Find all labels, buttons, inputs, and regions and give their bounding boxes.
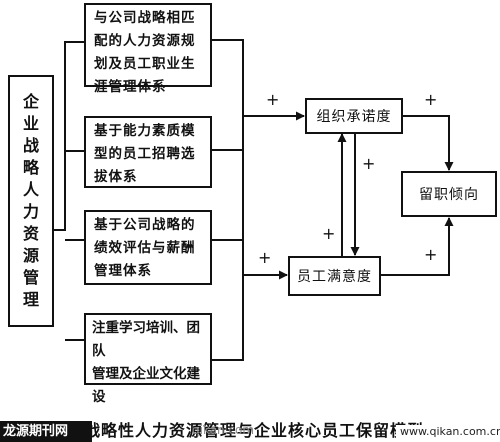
- text-line: 管理体系: [94, 263, 152, 279]
- arrow-commitment-to-retention: [403, 115, 454, 171]
- text-line: 涯管理体系: [94, 79, 167, 95]
- watermark-logo-left: 龙源期刊网: [0, 421, 92, 442]
- vertical-char: 业: [22, 114, 39, 133]
- vertical-char: 管: [22, 268, 39, 287]
- text-line: 绩效评估与薪酬: [94, 240, 196, 256]
- vertical-char: 理: [22, 290, 39, 309]
- practice-text-performance: 基于公司战略的 绩效评估与薪酬 管理体系: [94, 214, 196, 283]
- figure-title: 战略性人力资源管理与企业核心员工保留模型: [84, 421, 425, 440]
- practice-box-planning: 与公司战略相匹 配的人力资源规 划及员工职业生 涯管理体系: [84, 3, 212, 95]
- plus-sign: +: [266, 90, 280, 109]
- text-line: 基于公司战略的: [94, 217, 196, 233]
- org-commitment-label: 组织承诺度: [316, 109, 392, 125]
- text-line: 设: [92, 389, 106, 405]
- org-commitment-box: 组织承诺度: [305, 98, 403, 134]
- text-line: 注重学习培训、团队: [92, 320, 200, 359]
- text-line: 拔体系: [94, 169, 138, 185]
- retention-intention-label: 留职倾向: [419, 187, 479, 203]
- employee-satisfaction-label: 员工满意度: [297, 269, 372, 285]
- vertical-char: 战: [22, 136, 39, 155]
- watermark-right: www.qikan.com.cn: [396, 425, 500, 442]
- left-brace: [53, 41, 84, 341]
- strategic-hrm-box: 企业战略人力资源管理: [8, 75, 54, 327]
- vertical-char: 源: [22, 246, 39, 265]
- plus-sign: +: [362, 154, 376, 173]
- vertical-char: 力: [22, 202, 39, 221]
- vertical-char: 企: [22, 92, 39, 111]
- watermark-middle: qikan.com: [192, 423, 255, 437]
- practice-box-recruitment: 基于能力素质模 型的员工招聘选 拔体系: [84, 116, 212, 188]
- strategic-hrm-label: 企业战略人力资源管理: [10, 77, 52, 325]
- text-line: 管理及企业文化建: [92, 366, 200, 382]
- vertical-char: 人: [22, 180, 39, 199]
- employee-satisfaction-box: 员工满意度: [288, 256, 381, 296]
- practice-text-planning: 与公司战略相匹 配的人力资源规 划及员工职业生 涯管理体系: [94, 7, 196, 99]
- practice-text-recruitment: 基于能力素质模 型的员工招聘选 拔体系: [94, 120, 196, 189]
- text-line: 与公司战略相匹: [94, 10, 196, 26]
- plus-sign: +: [322, 224, 336, 243]
- text-line: 基于能力素质模: [94, 123, 196, 139]
- practice-box-training: 注重学习培训、团队 管理及企业文化建 设: [84, 313, 212, 405]
- vertical-char: 资: [22, 224, 39, 243]
- plus-sign: +: [424, 90, 438, 109]
- text-line: 配的人力资源规: [94, 33, 196, 49]
- text-line: 型的员工招聘选: [94, 146, 196, 162]
- arrow-satisfaction-to-retention: [381, 217, 454, 276]
- practice-box-performance: 基于公司战略的 绩效评估与薪酬 管理体系: [84, 210, 212, 285]
- practice-text-training: 注重学习培训、团队 管理及企业文化建 设: [92, 317, 210, 409]
- practice-collector-right: [212, 39, 244, 361]
- retention-intention-box: 留职倾向: [401, 171, 497, 217]
- text-line: 划及员工职业生: [94, 56, 196, 72]
- plus-sign: +: [424, 245, 438, 264]
- vertical-char: 略: [22, 158, 39, 177]
- plus-sign: +: [258, 248, 272, 267]
